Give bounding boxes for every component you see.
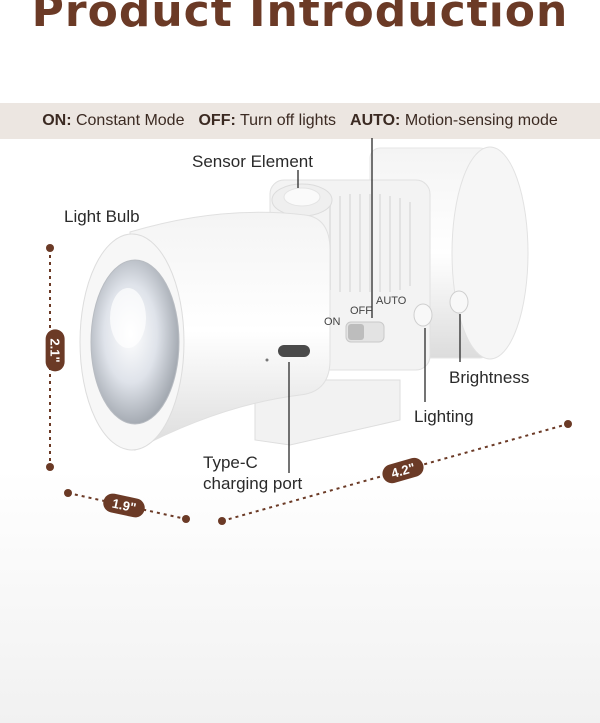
- dimension-lines: [49, 248, 569, 522]
- light-bulb-label: Light Bulb: [64, 207, 140, 226]
- mode-auto: AUTO: Motion-sensing mode: [350, 112, 558, 129]
- switch-off-label: OFF: [350, 305, 372, 317]
- lighting-button: [413, 303, 433, 327]
- type-c-label: Type-C charging port: [203, 453, 303, 493]
- lighting-label: Lighting: [414, 407, 474, 426]
- mode-legend-bar: ON: Constant Mode OFF: Turn off lights A…: [0, 103, 600, 139]
- front-cylinder: [79, 211, 331, 451]
- type-c-port: [278, 345, 310, 357]
- switch-auto-label: AUTO: [376, 295, 407, 307]
- mode-on: ON: Constant Mode: [42, 112, 185, 129]
- mode-off: OFF: Turn off lights: [198, 112, 337, 129]
- height-dimension-badge: 2.1": [45, 329, 65, 372]
- brightness-button: [449, 290, 469, 314]
- page-title: Product Introduction: [31, 0, 569, 37]
- sensor-element-label: Sensor Element: [192, 152, 313, 171]
- floor-shadow: [0, 470, 600, 723]
- switch-on-label: ON: [324, 316, 341, 328]
- callout-lines: [288, 138, 461, 473]
- brightness-label: Brightness: [449, 368, 530, 387]
